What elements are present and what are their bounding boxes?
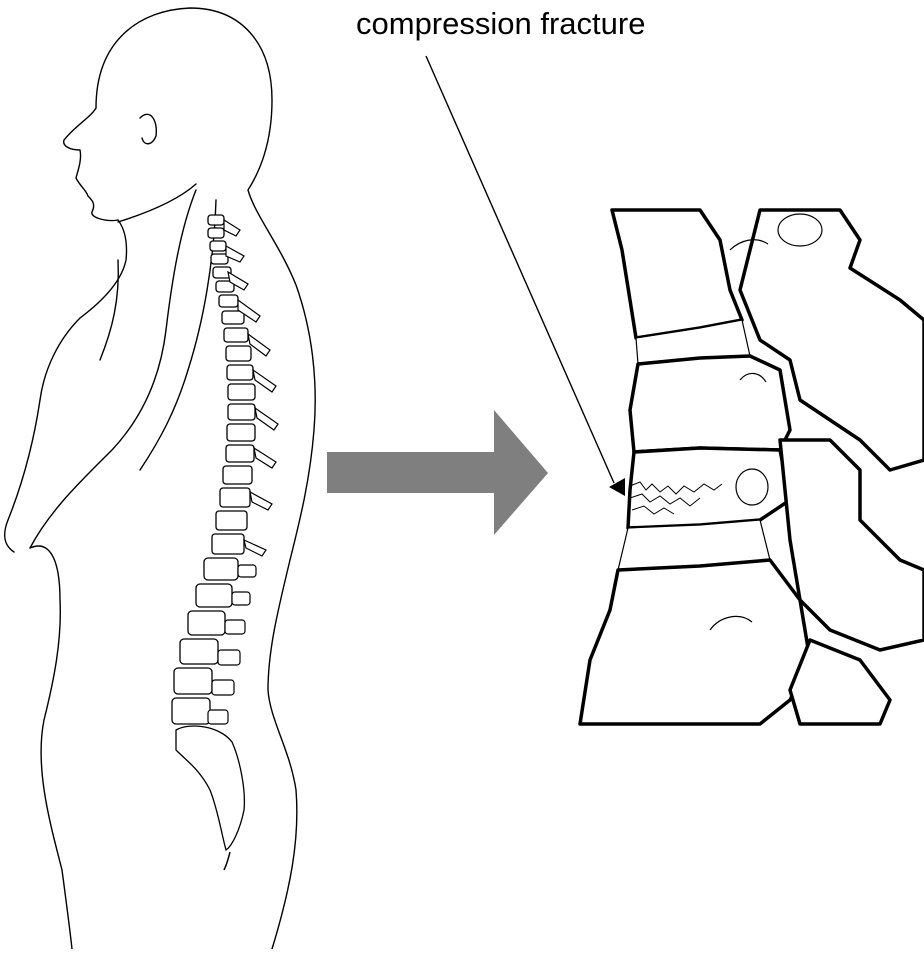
leader-line: [426, 56, 614, 483]
vertebrae-closeup: [580, 210, 924, 724]
coccyx: [224, 852, 230, 870]
arrow-right-icon: [327, 410, 548, 535]
body-outline: [5, 8, 316, 949]
pointer-arrowhead-icon: [609, 478, 625, 496]
annotation-label: compression fracture: [356, 6, 645, 42]
